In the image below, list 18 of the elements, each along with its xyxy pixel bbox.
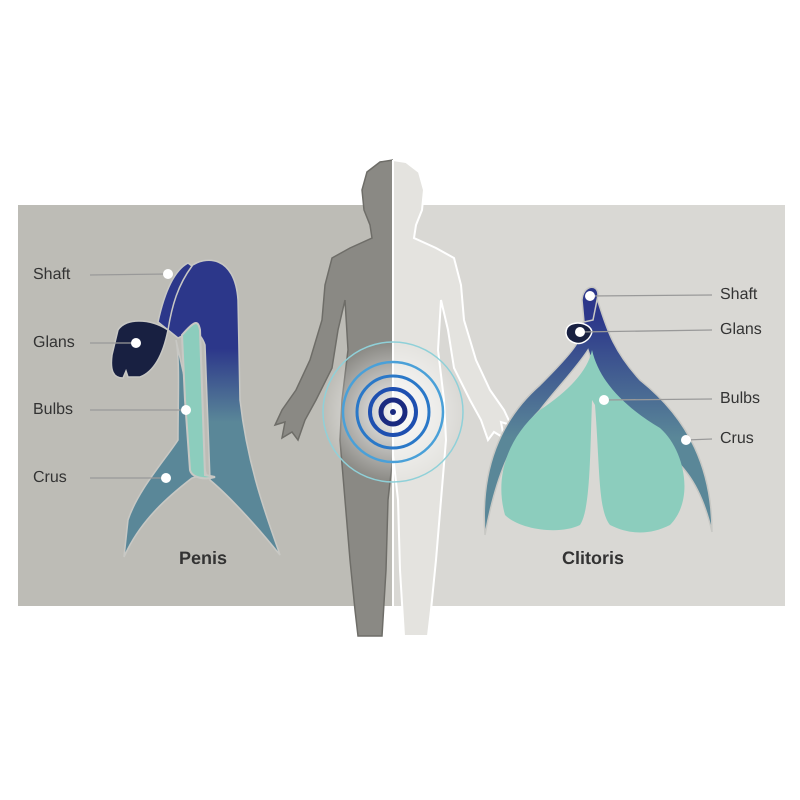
part-label: Shaft xyxy=(33,265,70,285)
leader-line xyxy=(90,269,173,279)
part-label: Bulbs xyxy=(720,389,760,409)
part-label: Crus xyxy=(720,429,754,449)
leader-line xyxy=(90,473,171,483)
part-label: Shaft xyxy=(720,285,758,305)
leader-line xyxy=(90,338,141,348)
part-label: Glans xyxy=(720,320,762,340)
leader-line xyxy=(585,291,712,301)
drawing-caption: Clitoris xyxy=(562,548,624,569)
leader-line xyxy=(90,405,191,415)
part-label: Crus xyxy=(33,468,67,488)
part-label: Bulbs xyxy=(33,400,74,420)
part-label: Glans xyxy=(33,333,75,353)
leader-line xyxy=(575,327,712,337)
leader-line xyxy=(599,395,712,405)
leader-line xyxy=(681,435,712,445)
drawing-caption: Penis xyxy=(178,548,228,569)
